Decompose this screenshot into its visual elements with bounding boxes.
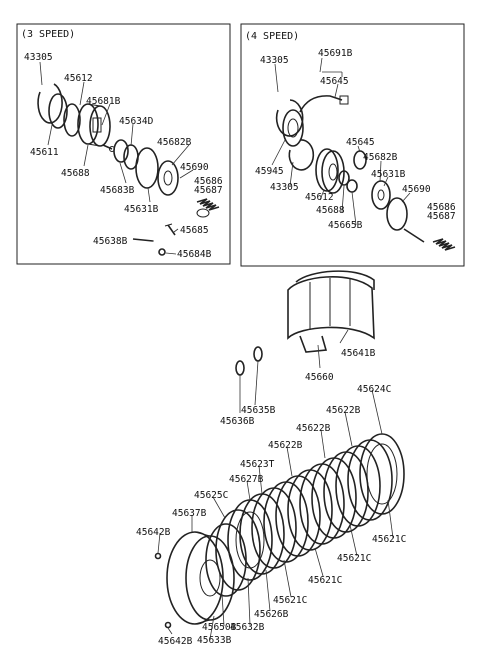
piston-45688: [77, 103, 111, 147]
label-45635B: 45635B: [241, 405, 276, 416]
piston-45612: [315, 148, 345, 194]
label-45685: 45685: [180, 225, 209, 236]
part-45665B: [346, 179, 358, 193]
panel-4-speed-leaders: [271, 57, 411, 226]
pin-45638B: [132, 238, 154, 242]
label-45681B: 45681B: [86, 96, 121, 107]
label-45622B-1: 45622B: [326, 405, 361, 416]
label-45688: 45688: [61, 168, 90, 179]
label-45612-4sp: 45612: [305, 192, 334, 203]
label-45621C-4: 45621C: [273, 595, 307, 606]
label-45622B-2: 45622B: [296, 423, 331, 434]
label-45682B: 45682B: [157, 137, 192, 148]
part-45688: [338, 170, 350, 186]
label-45638B: 45638B: [93, 236, 128, 247]
label-45682B-4sp: 45682B: [363, 152, 398, 163]
label-45627B: 45627B: [229, 474, 264, 485]
valve-stem: [403, 228, 425, 243]
label-45625C: 45625C: [194, 490, 228, 501]
clutch-pack: [205, 433, 405, 597]
pin-45642B-top: [154, 552, 162, 560]
retainer-45682B-4sp: [371, 180, 391, 210]
ring-45635B: [253, 346, 263, 362]
panel-3-speed-leaders: [39, 61, 194, 255]
seal-45631B: [135, 147, 159, 189]
panel-3-speed-title: (3 SPEED): [21, 29, 75, 40]
panel-3-speed: (3 SPEED): [16, 23, 231, 265]
label-45621C-2: 45621C: [337, 553, 371, 564]
label-45631B-4sp: 45631B: [371, 169, 406, 180]
label-45660: 45660: [305, 372, 334, 383]
label-45611: 45611: [30, 147, 59, 158]
pin-45681B: [102, 144, 115, 152]
label-45631B: 45631B: [124, 204, 159, 215]
spring-45687: [196, 198, 220, 218]
ring-45636B: [235, 360, 245, 376]
label-45621C-1: 45621C: [372, 534, 406, 545]
label-45686-4sp: 45686: [427, 202, 456, 213]
label-45687: 45687: [194, 185, 223, 196]
label-45633B: 45633B: [197, 635, 232, 646]
lower-leaders: [157, 329, 394, 640]
label-45945: 45945: [255, 166, 284, 177]
panel-4-speed-title: (4 SPEED): [245, 31, 299, 42]
label-45650B: 45650B: [202, 622, 237, 633]
retainer-45682B: [157, 160, 179, 196]
clutch-drum: [166, 531, 235, 625]
label-45626B: 45626B: [254, 609, 289, 620]
panel-4-speed-border: [240, 23, 465, 267]
label-45612: 45612: [64, 73, 93, 84]
label-45688-4sp: 45688: [316, 205, 345, 216]
label-45691B: 45691B: [318, 48, 353, 59]
label-45634D: 45634D: [119, 116, 154, 127]
panel-3-speed-parts: [37, 83, 220, 256]
seal-ring-45611: [48, 93, 68, 129]
label-43305-4sp-bottom: 43305: [270, 182, 299, 193]
harness-45945: [282, 95, 349, 147]
label-45632B: 45632B: [230, 622, 265, 633]
ring-45612: [63, 103, 81, 137]
panel-4-speed-parts: [275, 95, 456, 251]
brake-band-45641B: [287, 270, 375, 353]
label-45690-4sp: 45690: [402, 184, 431, 195]
label-45665B: 45665B: [328, 220, 363, 231]
panel-3-speed-border: [16, 23, 231, 265]
label-45690: 45690: [180, 162, 209, 173]
label-43305: 43305: [24, 52, 53, 63]
seal-45631B-4sp: [386, 197, 408, 231]
label-45623T: 45623T: [240, 459, 275, 470]
snap-ring-43305-upper: [275, 99, 304, 137]
snap-ring-43305-lower: [288, 139, 315, 171]
label-45645-top: 45645: [320, 76, 349, 87]
label-45683B: 45683B: [100, 185, 135, 196]
label-45687-4sp: 45687: [427, 211, 456, 222]
label-45684B: 45684B: [177, 249, 212, 260]
label-45645-mid: 45645: [346, 137, 375, 148]
nut-45684B: [158, 248, 166, 256]
label-45641B: 45641B: [341, 348, 376, 359]
panel-4-speed: (4 SPEED): [240, 23, 465, 267]
label-45621C-3: 45621C: [308, 575, 342, 586]
label-45637B: 45637B: [172, 508, 207, 519]
snap-ring-43305: [37, 83, 63, 124]
plate-45683B: [113, 139, 129, 163]
label-45642B-bottom: 45642B: [158, 636, 193, 647]
label-45636B: 45636B: [220, 416, 255, 427]
label-45686: 45686: [194, 176, 223, 187]
label-45622B-3: 45622B: [268, 440, 303, 451]
pin-45642B-bottom: [164, 621, 172, 629]
label-45624C: 45624C: [357, 384, 391, 395]
pin-45685: [164, 223, 176, 236]
label-43305-4sp-top: 43305: [260, 55, 289, 66]
label-45642B-top: 45642B: [136, 527, 171, 538]
spring-45687-4sp: [432, 238, 456, 251]
